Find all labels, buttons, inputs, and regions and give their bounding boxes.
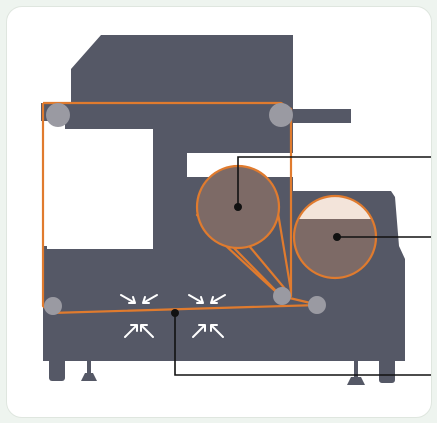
callout-line-air-flow: [174, 313, 431, 376]
foot-left: [49, 353, 65, 381]
callout-dot-air-flow: [171, 309, 179, 317]
foot-stand-left: [81, 373, 97, 381]
foot-stand-right: [347, 377, 365, 385]
arrow-icon: [142, 294, 158, 304]
machine-diagram: [41, 35, 431, 385]
arrow-icon: [192, 324, 206, 338]
roller-lower-left: [44, 297, 62, 315]
callout-dot-right-reel: [333, 233, 341, 241]
arrow-icon: [210, 294, 226, 304]
belt-reel-tangent-2: [275, 206, 293, 292]
roller-upper-left: [46, 103, 70, 127]
foot-right: [379, 353, 395, 383]
left-window: [47, 129, 153, 249]
roller-lower-mid: [273, 287, 291, 305]
arrow-icon: [188, 294, 204, 304]
arrow-icon: [120, 294, 136, 304]
callout-line-left-reel: [237, 156, 431, 207]
roller-upper-right: [269, 103, 293, 127]
arrow-icon: [124, 324, 138, 338]
arrow-icon: [140, 324, 154, 338]
roller-lower-right: [308, 296, 326, 314]
callout-dot-left-reel: [234, 203, 242, 211]
callout-lines: [171, 156, 431, 376]
arrow-icon: [210, 324, 224, 338]
air-flow-arrows: [120, 294, 226, 338]
diagram-card: [6, 6, 432, 418]
foot-post-right: [354, 357, 358, 379]
foot-post-left: [87, 357, 91, 375]
